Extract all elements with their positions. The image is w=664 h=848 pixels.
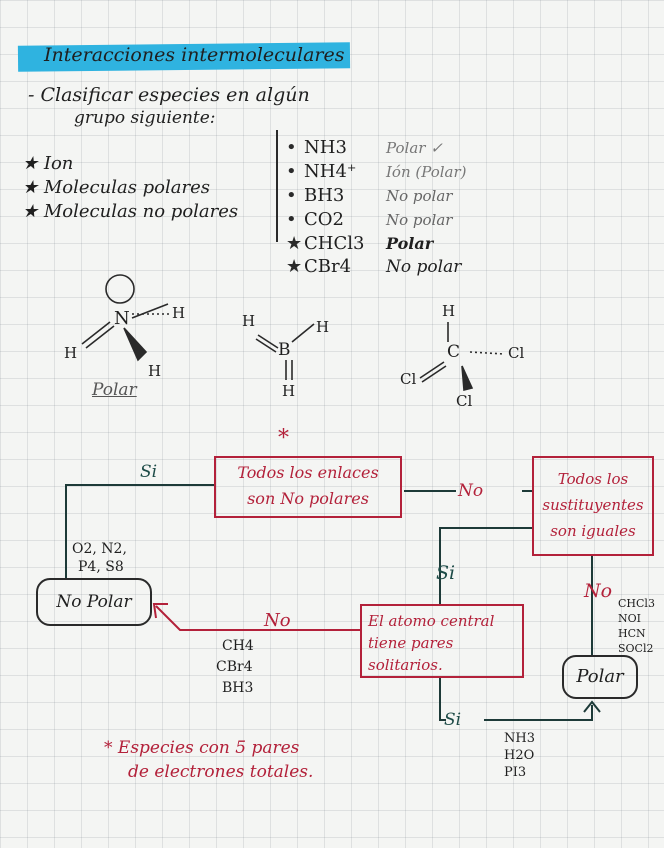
- nh3-structure: [81, 274, 172, 362]
- page-title: Interacciones intermoleculares: [44, 44, 345, 66]
- nh3-h3: H: [148, 362, 162, 380]
- instruction-line-2: grupo siguiente:: [74, 108, 216, 128]
- examples-no-lone-pairs: CH4 CBr4 BH3: [216, 638, 254, 696]
- group-nonpolar: ★ Moleculas no polares: [22, 201, 239, 222]
- species-formula: CO2: [304, 209, 344, 230]
- result-polar: Polar: [562, 655, 638, 699]
- bh3-center: B: [278, 340, 291, 360]
- bh3-h2: H: [316, 318, 330, 336]
- chcl3-structure: [419, 322, 505, 392]
- species-formula: CBr4: [304, 256, 352, 277]
- label-no-mid: No: [458, 481, 484, 501]
- species-class: Ión (Polar): [386, 163, 467, 181]
- species-formula: NH3: [304, 137, 347, 158]
- species-formula: NH4⁺: [304, 161, 357, 182]
- species-class: No polar: [386, 257, 462, 277]
- box-central-lone-pairs: El atomo central tiene pares solitarios.: [360, 604, 524, 678]
- bh3-structure: [255, 323, 315, 380]
- chcl3-center: C: [447, 342, 461, 362]
- label-si-bottom: Si: [444, 710, 462, 730]
- examples-nonpolar: O2, N2, P4, S8: [72, 541, 127, 575]
- species-formula: CHCl3: [304, 233, 365, 254]
- instruction-line-1: - Clasificar especies en algún: [28, 84, 310, 106]
- chcl3-cl1: Cl: [508, 344, 525, 362]
- nh3-h1: H: [172, 304, 186, 322]
- species-class: No polar: [386, 211, 453, 229]
- arrow-to-nopolar: [152, 603, 360, 631]
- label-no-left: No: [264, 610, 291, 631]
- bh3-h3: H: [282, 382, 296, 400]
- species-class: Polar ✓: [386, 139, 443, 157]
- groups-list: ★ Ion ★ Moleculas polares ★ Moleculas no…: [22, 152, 238, 224]
- footnote: * Especies con 5 pares de electrones tot…: [104, 738, 314, 782]
- species-divider: [276, 130, 278, 242]
- box-all-bonds-nonpolar: Todos los enlaces son No polares: [214, 456, 402, 518]
- chcl3-cl3: Cl: [456, 392, 473, 410]
- bh3-h1: H: [242, 312, 256, 330]
- star-marker: *: [278, 426, 289, 451]
- examples-polar-bottom: NH3 H2O PI3: [504, 731, 535, 780]
- label-no-right: No: [584, 580, 613, 602]
- examples-polar-right: CHCl3 NOI HCN SOCl2: [618, 597, 655, 655]
- box-same-substituents: Todos los sustituyentes son iguales: [532, 456, 654, 556]
- result-no-polar: No Polar: [36, 578, 152, 626]
- species-class: No polar: [386, 187, 453, 205]
- nh3-h2: H: [64, 344, 78, 362]
- flowchart-connectors: [65, 484, 601, 721]
- chcl3-h: H: [442, 302, 456, 320]
- species-row: •NH4⁺Ión (Polar): [286, 161, 467, 182]
- label-si-mid: Si: [436, 562, 456, 584]
- species-class: Polar: [386, 234, 434, 253]
- group-polar: ★ Moleculas polares: [22, 177, 210, 198]
- nh3-caption: Polar: [92, 380, 137, 400]
- nh3-center: N: [114, 308, 130, 329]
- group-ion: ★ Ion: [22, 153, 74, 174]
- label-si-top: Si: [140, 462, 158, 482]
- species-formula: BH3: [304, 185, 345, 206]
- chcl3-cl2: Cl: [400, 370, 417, 388]
